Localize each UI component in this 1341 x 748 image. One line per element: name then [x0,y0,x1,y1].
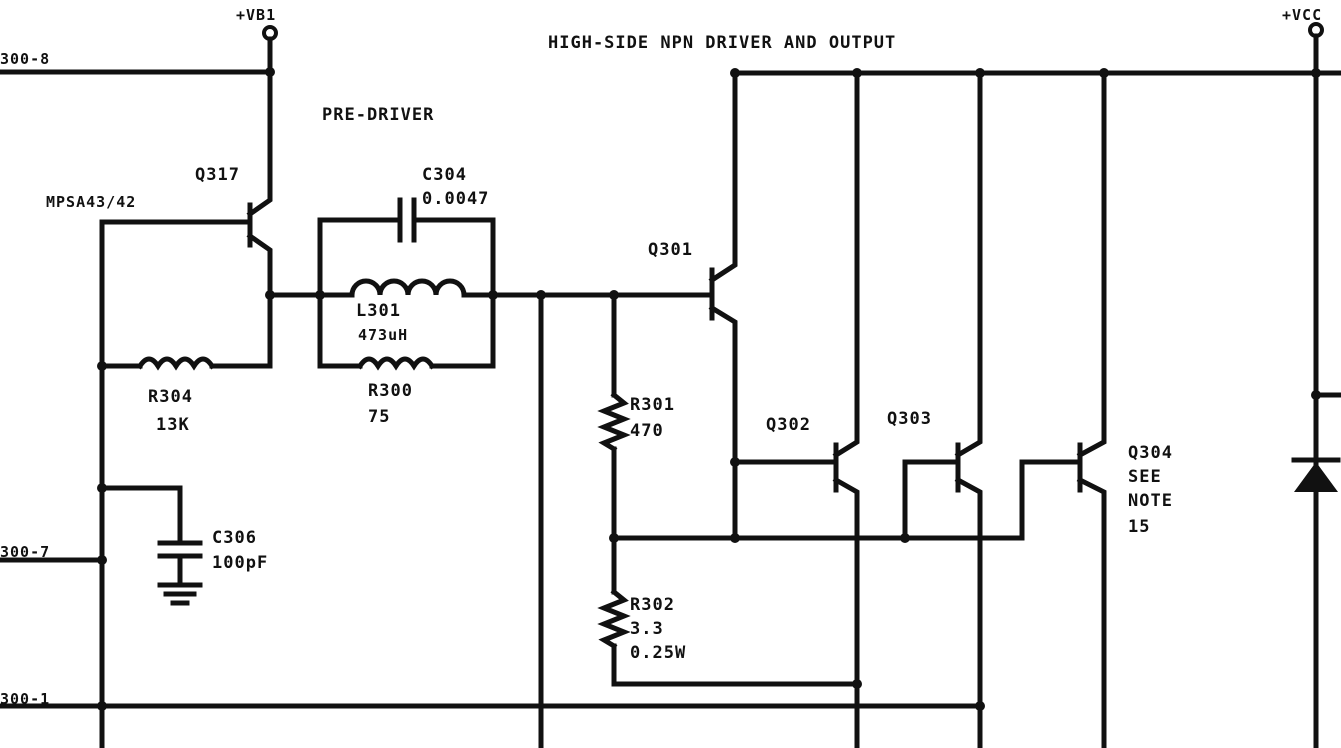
r304-value: 13K [156,415,190,435]
vcc-rail [1101,22,1341,748]
r302-value: 3.3 [630,619,664,639]
r300-ref: R300 [368,381,413,401]
r301-value: 470 [630,421,664,441]
l301-value: 473uH [358,326,408,344]
q304-transistor [1019,70,1107,748]
q302-transistor [732,70,860,748]
q301-ref: Q301 [648,240,693,260]
q304-note-note: NOTE [1128,491,1173,511]
q304-note-see: SEE [1128,467,1162,487]
r300-resistor [317,292,496,371]
q302-ref: Q302 [766,415,811,435]
l301-inductor [317,278,496,298]
c304-ref: C304 [422,165,467,185]
connector-top-label: 300-8 [0,50,50,68]
q317-part: MPSA43/42 [46,193,136,211]
q317-ref: Q317 [195,165,240,185]
q304-note-number: 15 [1128,517,1150,537]
diode-symbol [1294,462,1338,492]
vcc-rail-label: +VCC [1282,6,1322,24]
r301-ref: R301 [630,395,675,415]
vb1-rail-label: +VB1 [236,6,276,24]
r304-resistor [99,292,273,371]
c306-capacitor [99,485,203,606]
r302-resistor [597,535,860,687]
l301-ref: L301 [356,301,401,321]
c304-value: 0.0047 [422,189,489,209]
c306-ref: C306 [212,528,257,548]
q303-transistor [902,70,983,748]
q317-transistor [99,187,273,298]
c306-value: 100pF [212,553,268,573]
connector-middle-label: 300-7 [0,543,50,561]
r300-value: 75 [368,407,390,427]
r301-resistor [597,292,631,541]
r302-ref: R302 [630,595,675,615]
q301-transistor [708,70,738,541]
vb1-rail [0,25,278,193]
pre-driver-label: PRE-DRIVER [322,105,434,125]
q304-ref: Q304 [1128,443,1173,463]
q303-ref: Q303 [887,409,932,429]
section-title: HIGH-SIDE NPN DRIVER AND OUTPUT [548,33,896,53]
r302-rating: 0.25W [630,643,686,663]
c304-capacitor [317,197,496,298]
r304-ref: R304 [148,387,193,407]
